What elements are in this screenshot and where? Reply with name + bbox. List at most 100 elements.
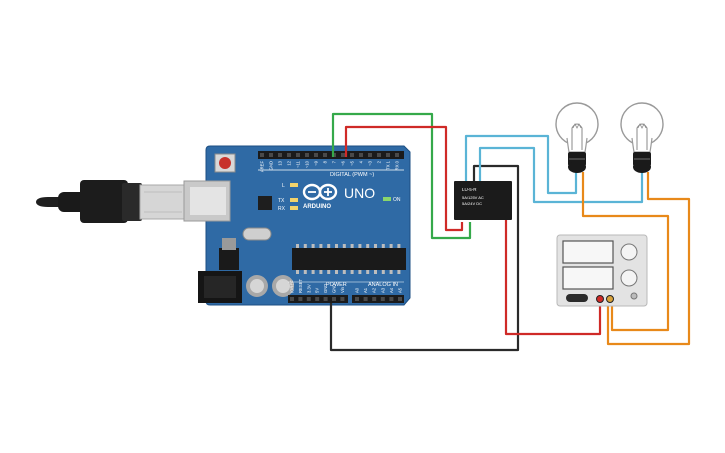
- header-pin[interactable]: [386, 153, 390, 157]
- relay-line3: 5A/24V DC: [462, 201, 482, 206]
- analog-pin-label: A5: [398, 287, 403, 293]
- header-pin[interactable]: [395, 153, 399, 157]
- positive-terminal[interactable]: [596, 295, 604, 303]
- wire-blue-lamp1[interactable]: [464, 134, 578, 195]
- header-pin[interactable]: [372, 297, 377, 301]
- digital-pin-label: RX 0: [395, 160, 400, 170]
- power-supply-icon[interactable]: [556, 234, 648, 307]
- header-pin[interactable]: [315, 297, 320, 301]
- wire-green[interactable]: [331, 112, 472, 240]
- wire-red-signal[interactable]: [344, 125, 464, 232]
- voltage-knob[interactable]: [620, 243, 638, 261]
- current-knob[interactable]: [620, 269, 638, 287]
- board-brand: ARDUINO: [303, 204, 331, 210]
- header-pin[interactable]: [314, 153, 318, 157]
- header-pin[interactable]: [340, 297, 345, 301]
- light-bulb-icon[interactable]: [555, 102, 599, 173]
- header-pin[interactable]: [359, 153, 363, 157]
- power-header-pins[interactable]: [290, 297, 345, 301]
- header-pin[interactable]: [380, 297, 385, 301]
- wire-red-supply[interactable]: [504, 218, 602, 336]
- header-pin[interactable]: [260, 153, 264, 157]
- analog-header: [352, 295, 404, 303]
- wire-blue-lamp2[interactable]: [478, 146, 644, 204]
- digital-pin-label: 13: [278, 160, 283, 165]
- crystal: [242, 227, 272, 241]
- digital-pin-label: 12: [287, 160, 292, 165]
- digital-pin-label: 7: [332, 160, 337, 163]
- power-jack: [198, 271, 242, 303]
- digital-pin-label: GND: [269, 161, 274, 170]
- digital-pin-label: ~9: [314, 160, 319, 165]
- status-leds: [290, 183, 391, 210]
- supply-display-top: [562, 240, 614, 264]
- analog-header-pins[interactable]: [355, 297, 402, 301]
- output-switch[interactable]: [566, 294, 588, 302]
- header-pin[interactable]: [298, 297, 303, 301]
- header-pin[interactable]: [350, 153, 354, 157]
- power-pin-label: GND: [332, 284, 337, 293]
- header-pin[interactable]: [323, 297, 328, 301]
- wire-black-ground[interactable]: [329, 164, 520, 352]
- digital-pin-label: TX 1: [386, 160, 391, 170]
- digital-pin-label: 8: [323, 160, 328, 163]
- digital-pin-label: ~6: [341, 160, 346, 165]
- relay-icon[interactable]: LU-5-R 5A/125V AC 5A/24V DC: [454, 181, 512, 220]
- header-pin[interactable]: [368, 153, 372, 157]
- header-pin[interactable]: [389, 297, 394, 301]
- capacitor: [246, 275, 294, 297]
- header-pin[interactable]: [341, 153, 345, 157]
- header-pin[interactable]: [323, 153, 327, 157]
- power-label: POWER: [326, 282, 347, 288]
- digital-header: [258, 151, 404, 159]
- led-rx-label: RX: [278, 206, 286, 212]
- power-pin-label: 5V: [315, 288, 320, 293]
- digital-pin-label: ~3: [368, 160, 373, 165]
- header-pin[interactable]: [306, 297, 311, 301]
- header-pin[interactable]: [363, 297, 368, 301]
- header-pin[interactable]: [398, 297, 402, 301]
- digital-pin-label: AREF: [260, 161, 265, 173]
- header-pin[interactable]: [290, 297, 294, 301]
- digital-pin-label: 2: [377, 160, 382, 163]
- power-pin-label: RESET: [298, 279, 303, 293]
- header-pin[interactable]: [269, 153, 273, 157]
- header-pin[interactable]: [377, 153, 381, 157]
- led-l-label: L: [282, 183, 285, 189]
- header-pin[interactable]: [355, 297, 359, 301]
- analog-pin-label: A0: [355, 287, 360, 293]
- digital-label: DIGITAL (PWM ~): [330, 172, 374, 178]
- relay-line1: LU-5-R: [462, 187, 477, 192]
- power-pin-label: IOREF: [290, 280, 295, 293]
- arduino-infinity-logo-icon: [302, 183, 338, 201]
- wires: [329, 112, 691, 352]
- header-pin[interactable]: [278, 153, 282, 157]
- header-pin[interactable]: [305, 153, 309, 157]
- board-model: UNO: [344, 185, 375, 201]
- power-pin-label: GND: [323, 284, 328, 293]
- digital-pin-label: ~10: [305, 160, 310, 168]
- digital-pin-label: 4: [359, 160, 364, 163]
- filament: [571, 123, 583, 150]
- header-pin[interactable]: [332, 297, 336, 301]
- digital-pin-label: ~5: [350, 160, 355, 165]
- wire-orange-lamp2[interactable]: [606, 172, 691, 346]
- analog-pin-label: A2: [372, 287, 377, 293]
- wire-orange-lamp1[interactable]: [581, 172, 670, 332]
- light-bulb-icon[interactable]: [620, 102, 664, 173]
- reset-button[interactable]: [214, 153, 236, 173]
- negative-terminal[interactable]: [606, 295, 614, 303]
- analog-label: ANALOG IN: [368, 282, 398, 288]
- atmega-chip: [292, 244, 406, 274]
- led-tx-label: TX: [278, 198, 285, 204]
- analog-pin-label: A1: [363, 287, 368, 293]
- header-pin[interactable]: [287, 153, 291, 157]
- header-pin[interactable]: [296, 153, 300, 157]
- filament: [636, 123, 648, 150]
- power-pin-label: Vin: [340, 286, 345, 293]
- usb-cable-icon[interactable]: [36, 180, 187, 223]
